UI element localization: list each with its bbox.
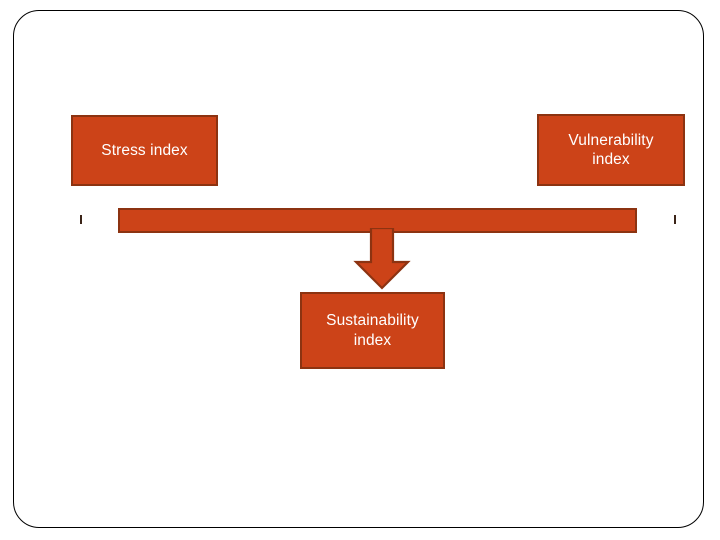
node-vulnerability-index-label-line2: index xyxy=(592,151,630,168)
node-sustainability-index[interactable]: Sustainability index xyxy=(300,292,445,369)
node-vulnerability-index[interactable]: Vulnerability index xyxy=(537,114,685,186)
down-arrow-icon xyxy=(353,228,411,290)
slide-frame-border xyxy=(13,10,704,528)
tick-mark-right xyxy=(674,215,676,224)
node-sustainability-index-label: Sustainability index xyxy=(326,311,419,350)
node-vulnerability-index-label: Vulnerability index xyxy=(568,131,653,170)
node-vulnerability-index-label-line1: Vulnerability xyxy=(568,131,654,149)
down-arrow-shape xyxy=(353,228,411,290)
node-sustainability-index-label-line1: Sustainability xyxy=(326,312,419,330)
node-stress-index[interactable]: Stress index xyxy=(71,115,218,186)
node-stress-index-label: Stress index xyxy=(101,141,188,159)
node-sustainability-index-label-line2: index xyxy=(353,331,392,349)
tick-mark-left xyxy=(80,215,82,224)
